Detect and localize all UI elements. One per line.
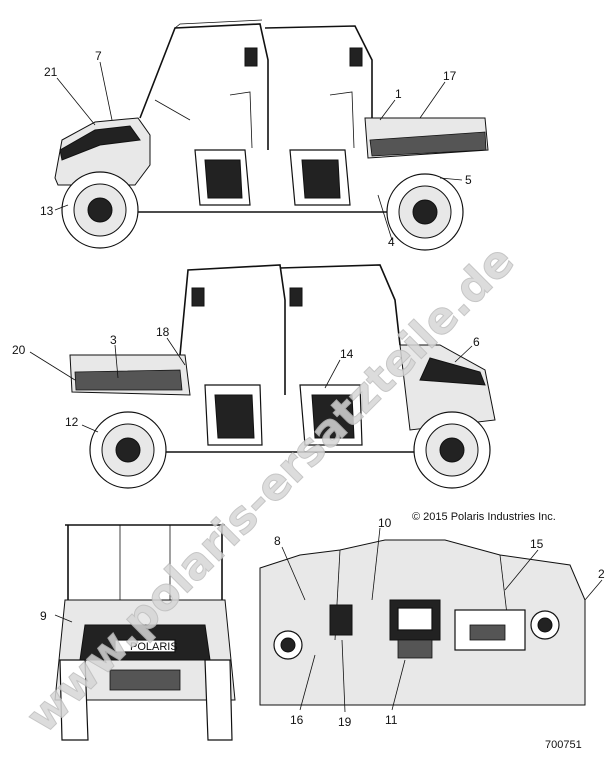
callout-10: 10 <box>378 516 392 530</box>
callout-7: 7 <box>95 49 102 63</box>
callout-11: 11 <box>385 713 398 727</box>
side-view-right <box>29 264 496 489</box>
callout-6: 6 <box>473 335 480 349</box>
copyright-text: © 2015 Polaris Industries Inc. <box>412 511 556 523</box>
callout-19: 19 <box>338 715 352 729</box>
callout-4: 4 <box>388 235 395 249</box>
dash-view <box>259 527 603 713</box>
brand-badge: POLARIS <box>130 641 178 653</box>
callout-21: 21 <box>44 65 58 79</box>
callout-2: 2 <box>598 567 605 581</box>
callout-17: 17 <box>443 69 457 83</box>
callout-12: 12 <box>65 415 79 429</box>
callout-14: 14 <box>340 347 354 361</box>
callout-1: 1 <box>395 87 402 101</box>
callout-9: 9 <box>40 609 47 623</box>
callout-5: 5 <box>465 173 472 187</box>
callout-20: 20 <box>12 343 26 357</box>
callout-13: 13 <box>40 204 54 218</box>
callout-3: 3 <box>110 333 117 347</box>
callout-8: 8 <box>274 534 281 548</box>
side-view-left <box>54 19 489 251</box>
part-number: 700751 <box>545 739 582 751</box>
callout-15: 15 <box>530 537 544 551</box>
callout-16: 16 <box>290 713 304 727</box>
callout-18: 18 <box>156 325 170 339</box>
front-view <box>54 524 236 741</box>
